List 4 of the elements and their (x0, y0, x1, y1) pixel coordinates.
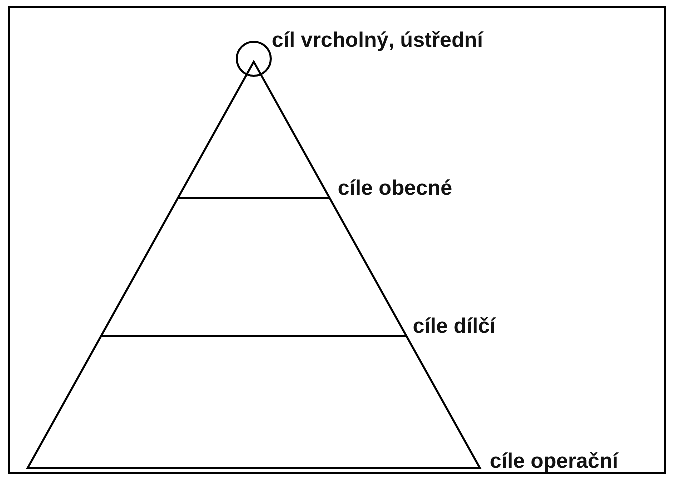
level-label: cíl vrcholný, ústřední (272, 29, 484, 53)
level-label: cíle obecné (338, 177, 452, 201)
level-label: cíle operační (490, 450, 618, 474)
level-label: cíle dílčí (413, 315, 496, 339)
